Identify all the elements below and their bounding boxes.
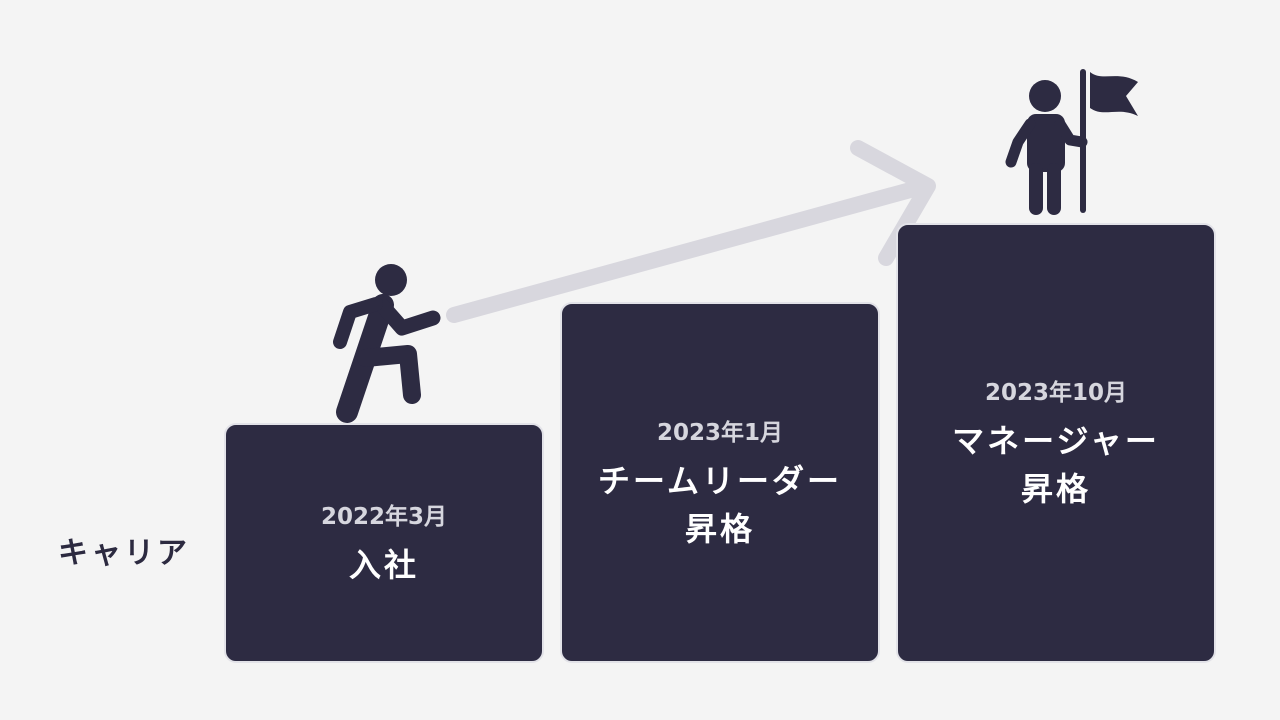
career-step-2022: 2022年3月 入社 — [224, 423, 544, 663]
step-title-line: マネージャー — [952, 422, 1160, 460]
career-label: キャリア — [58, 536, 190, 571]
career-step-2023-01: 2023年1月 チームリーダー 昇格 — [560, 302, 880, 663]
climbing-person-icon — [333, 264, 441, 423]
step-date: 2022年3月 — [320, 504, 448, 530]
step-title-line: 昇格 — [1020, 470, 1091, 508]
growth-arrow-icon — [446, 140, 936, 323]
step-date: 2023年10月 — [984, 380, 1128, 406]
step-title: チームリーダー 昇格 — [598, 457, 842, 553]
step-title-line: 昇格 — [684, 509, 755, 548]
step-title-line: 入社 — [348, 546, 419, 584]
step-date: 2023年1月 — [656, 419, 784, 446]
career-step-2023-10: 2023年10月 マネージャー 昇格 — [896, 223, 1216, 663]
step-title: 入社 — [349, 541, 419, 589]
flag-person-icon — [1005, 69, 1138, 215]
step-title: マネージャー 昇格 — [952, 417, 1160, 513]
step-title-line: チームリーダー — [597, 461, 843, 500]
